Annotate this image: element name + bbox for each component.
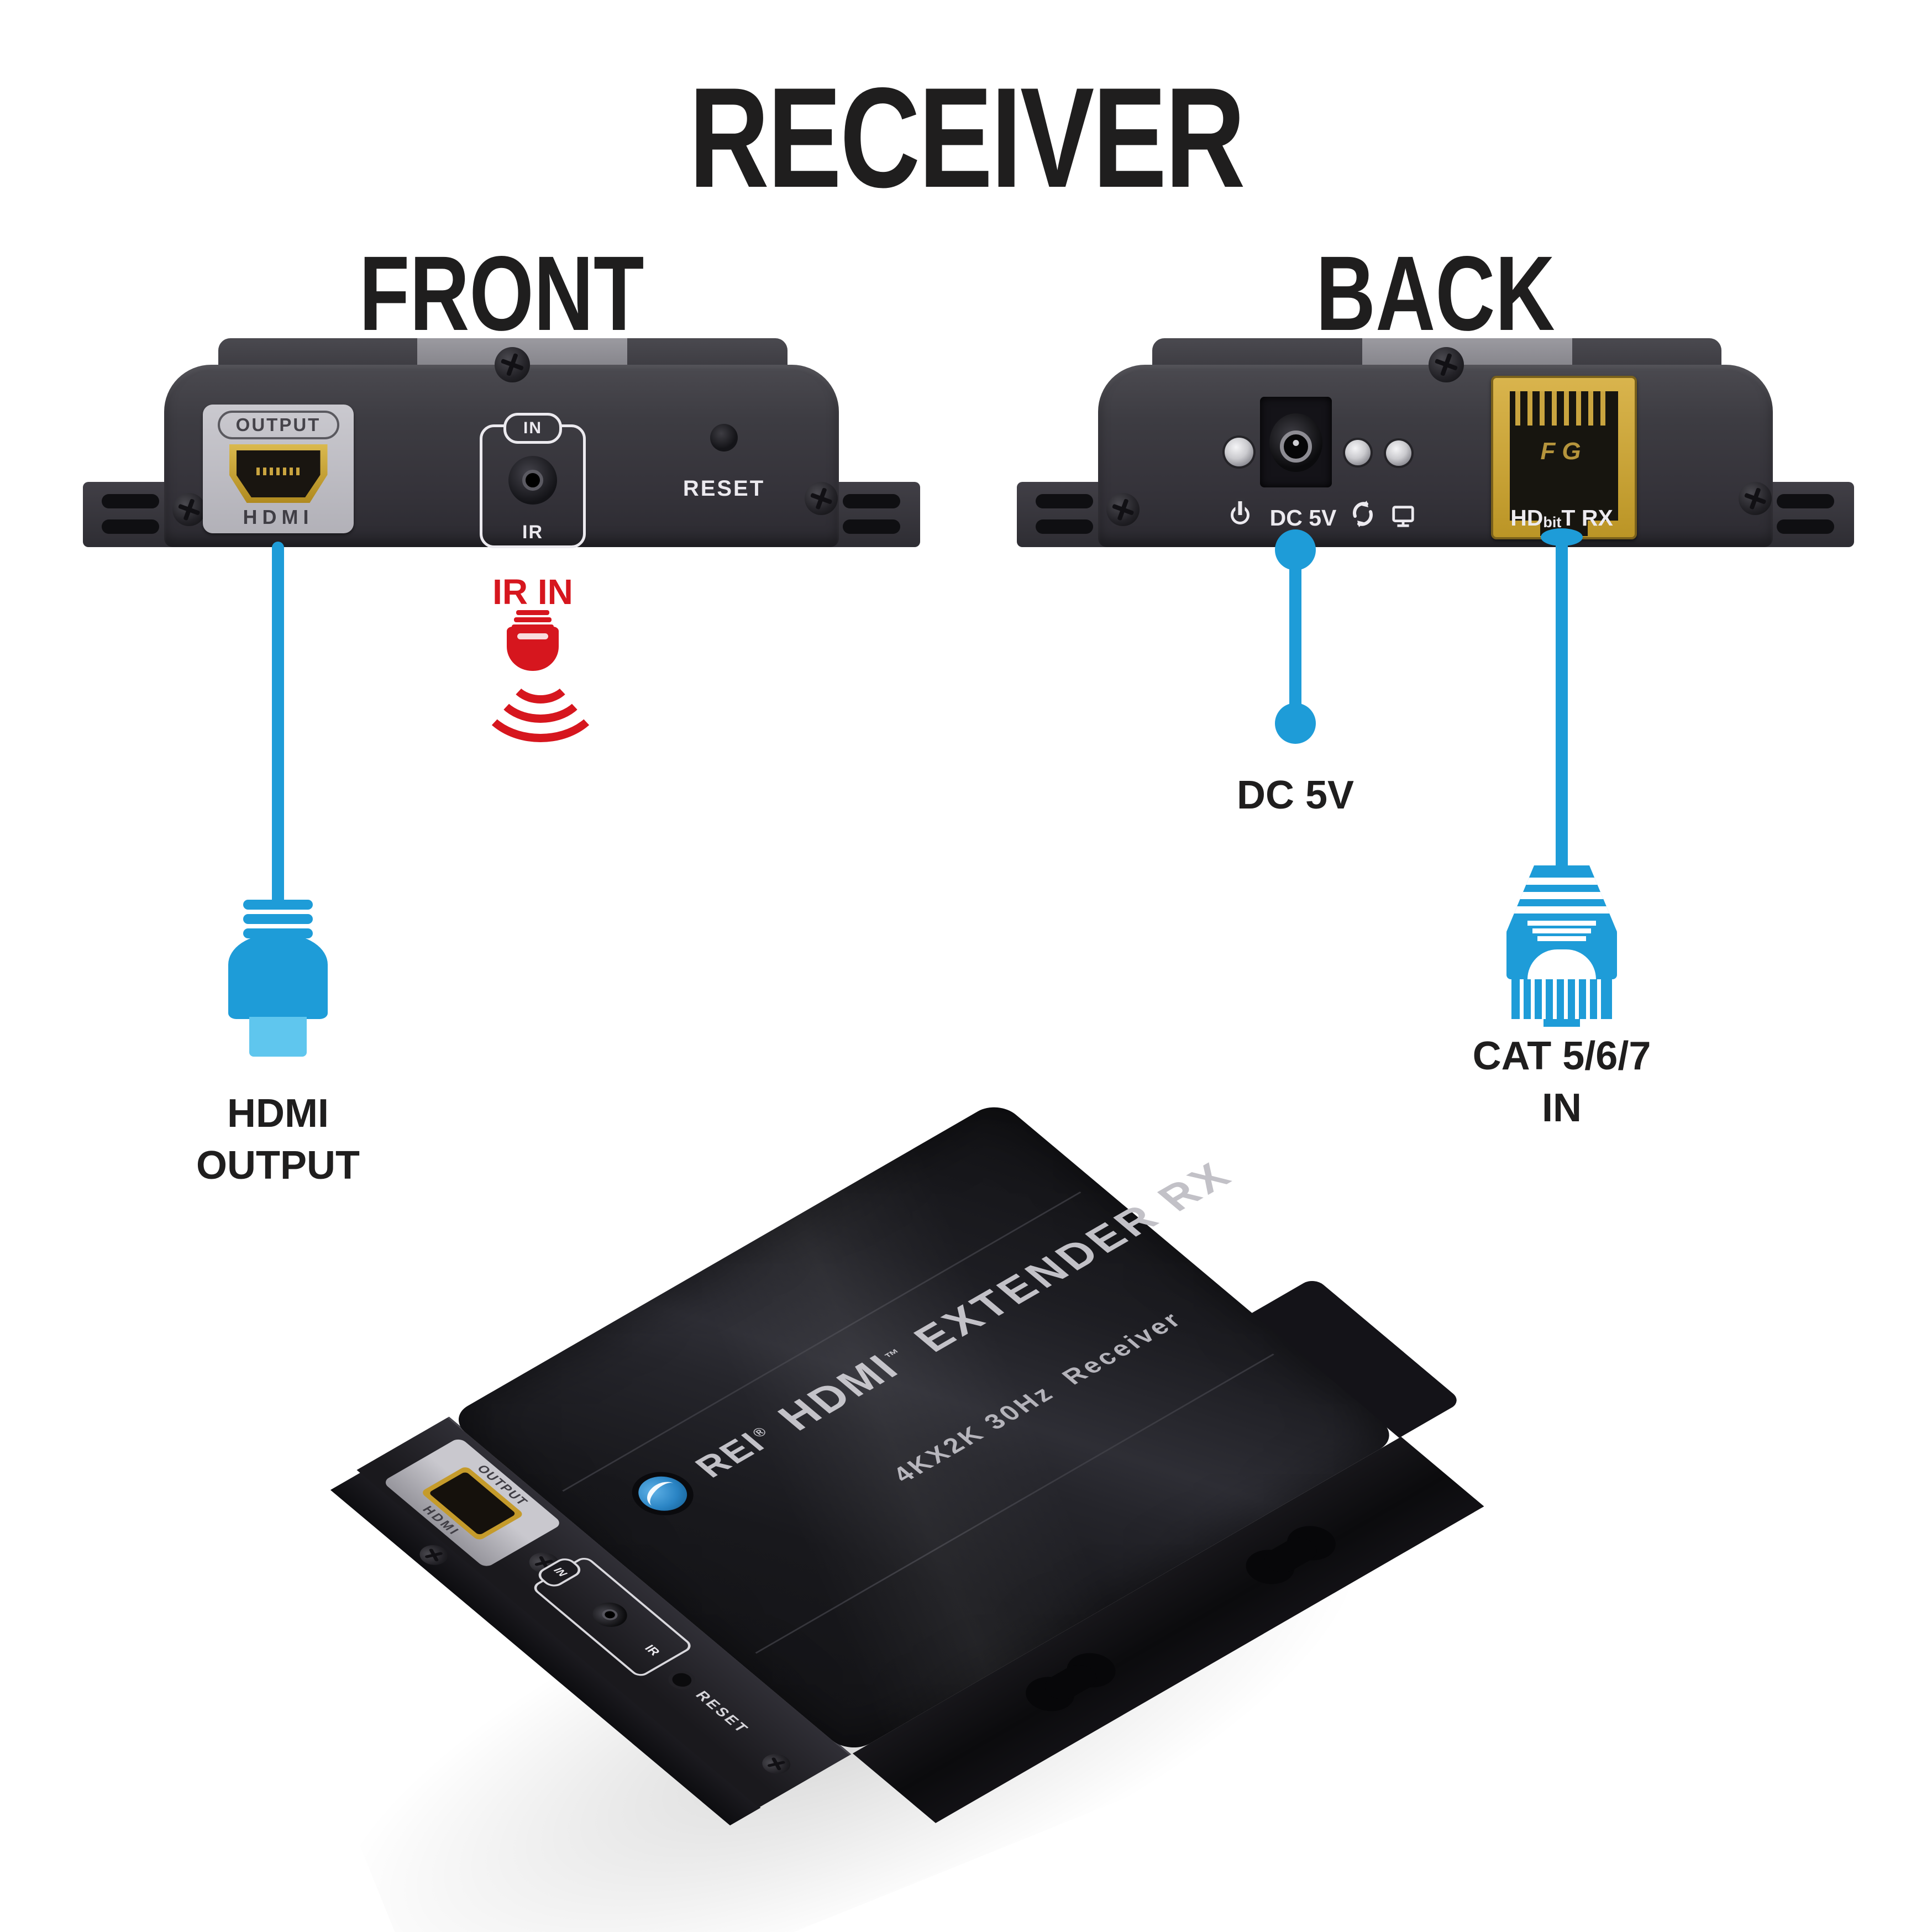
- keyhole-slot: [1016, 1646, 1126, 1718]
- dc-power-jack: [1260, 397, 1332, 487]
- photo-in-label: IN: [550, 1566, 569, 1579]
- dc-callout-dot-bottom: [1275, 703, 1316, 744]
- back-view-label: BACK: [1316, 234, 1555, 353]
- status-led: [1345, 440, 1371, 465]
- photo-ir-label: IR: [642, 1642, 663, 1658]
- hdmi-callout-line: [272, 542, 284, 902]
- page-title: RECEIVER: [689, 57, 1245, 217]
- dc-callout-line: [1289, 547, 1301, 724]
- ir-in-callout-label: IR IN: [492, 572, 573, 612]
- orei-logo: [619, 1463, 706, 1524]
- front-view-label: FRONT: [359, 234, 644, 353]
- model-text: 4KX2K 30Hz Receiver: [886, 1306, 1189, 1487]
- screw-icon: [172, 493, 206, 526]
- screw-icon: [1739, 482, 1772, 515]
- ir-emitter-waves-icon: [476, 610, 605, 742]
- photo-hdmi-port: [420, 1466, 525, 1541]
- rj45-plug-text: FG: [1540, 438, 1588, 465]
- dc-5v-label: DC 5V: [1269, 505, 1337, 531]
- power-led: [1225, 438, 1253, 466]
- keyhole-slot: [1236, 1519, 1346, 1591]
- ir-3-5mm-jack: [508, 456, 557, 505]
- hdmi-connector-icon: [228, 900, 328, 1059]
- device-body: [1098, 365, 1773, 547]
- power-icon: [1228, 501, 1252, 527]
- front-panel-view: OUTPUT HDMI IN IR RESET: [83, 332, 920, 553]
- ir-in-pill-label: IN: [503, 413, 562, 444]
- reset-button: [710, 424, 738, 452]
- back-panel-view: FG DC 5V HDbitT RX: [1017, 332, 1854, 553]
- cat-callout-line: [1556, 537, 1568, 869]
- photo-reset-button: [668, 1670, 696, 1689]
- status-led: [1386, 440, 1411, 466]
- screw-icon: [756, 1750, 796, 1778]
- ir-in-jack: IN IR: [480, 413, 586, 548]
- hdmi-port-label: HDMI: [243, 506, 314, 528]
- screw-icon: [1429, 347, 1464, 382]
- rj45-connector-icon: [1506, 865, 1617, 1027]
- display-icon: [1392, 506, 1414, 527]
- hdmi-output-callout-label: HDMI OUTPUT: [196, 1091, 360, 1188]
- reset-label: RESET: [683, 476, 765, 501]
- ir-label: IR: [522, 522, 543, 543]
- screw-icon: [805, 482, 838, 515]
- hdbt-rx-port: FG: [1491, 376, 1637, 539]
- photo-reset-label: RESET: [692, 1688, 753, 1736]
- output-label: OUTPUT: [217, 411, 339, 439]
- hdbt-rx-label: HDbitT RX: [1510, 505, 1613, 531]
- hdmi-output-port: [229, 444, 328, 503]
- screw-icon: [1106, 493, 1140, 526]
- dc-5v-callout-label: DC 5V: [1236, 773, 1355, 817]
- photo-ir-3-5mm-jack: [585, 1597, 634, 1632]
- cat-callout-label: CAT 5/6/7 IN: [1472, 1034, 1651, 1130]
- link-sync-icon: [1353, 501, 1373, 527]
- brand-text: REI® HDMI™ EXTENDER RX: [618, 1151, 1247, 1525]
- screw-icon: [495, 347, 530, 382]
- hdmi-output-plate: OUTPUT HDMI: [203, 405, 354, 533]
